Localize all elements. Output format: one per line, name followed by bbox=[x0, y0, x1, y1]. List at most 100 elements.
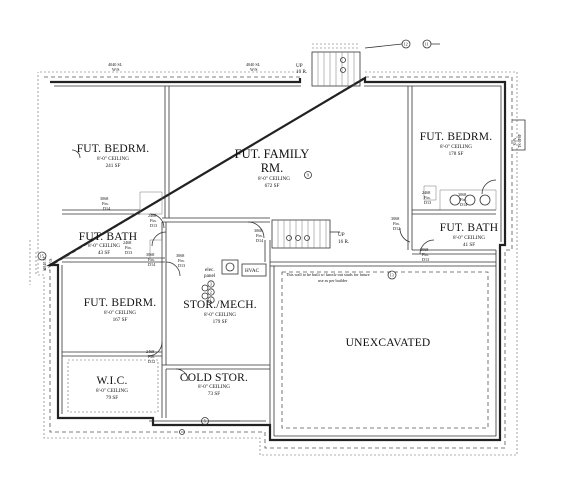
window-right-line1: 4040 SL bbox=[517, 134, 522, 149]
tag-9: 1 bbox=[210, 298, 212, 303]
callout-tags: 12 11 15 9 10 13 3 2 1 5 11 bbox=[37, 39, 440, 435]
door-d10-line2: Fin. bbox=[422, 252, 429, 257]
stor-mech-area: 179 SF bbox=[213, 319, 228, 325]
tag-2: 11 bbox=[425, 42, 429, 47]
window-right-line2: W/S bbox=[512, 138, 517, 146]
wic-name: W.I.C. bbox=[96, 375, 127, 387]
door-d6-line2: Fin. bbox=[424, 195, 431, 200]
door-d3-line2: Fin. bbox=[148, 257, 155, 262]
door-d9-line3: D12 bbox=[148, 359, 155, 364]
door-d11-line3: D13 bbox=[125, 250, 132, 255]
door-d10-line3: D13 bbox=[422, 257, 429, 262]
elec-panel-label-2: panel bbox=[204, 273, 216, 279]
wall-note-line1: This wall to be built w/ knock-out studs… bbox=[286, 272, 370, 277]
bed-lower-area: 167 SF bbox=[113, 317, 128, 323]
door-swings bbox=[71, 149, 497, 382]
door-d5-line1: 3068 bbox=[254, 228, 262, 233]
foundation-outline bbox=[29, 71, 518, 456]
bath-right-area: 41 SF bbox=[463, 242, 475, 248]
cold-stor-name: COLD STOR. bbox=[180, 372, 248, 384]
door-d11-line1: 2468 bbox=[123, 240, 131, 245]
door-d2-line1: 2468 bbox=[148, 213, 156, 218]
door-d4-line3: D12 bbox=[393, 226, 400, 231]
elec-panel-label-1: elec. bbox=[205, 267, 215, 273]
stor-mech-ceiling: 8'-0" CEILING bbox=[204, 312, 236, 318]
top-stair: UP 10 R. bbox=[296, 43, 361, 87]
window-top-mid-line2: W/S bbox=[250, 67, 258, 72]
cold-stor-ceiling: 8'-0" CEILING bbox=[198, 384, 230, 390]
family-name-1: FUT. FAMILY bbox=[235, 147, 310, 161]
unexcavated-name: UNEXCAVATED bbox=[346, 337, 431, 349]
bath-left-area: 43 SF bbox=[98, 250, 110, 256]
tag-1: 12 bbox=[404, 42, 408, 47]
tag-8: 2 bbox=[210, 290, 212, 295]
room-labels: FUT. BEDRM. 8'-0" CEILING 241 SF FUT. FA… bbox=[77, 131, 498, 401]
windows: 4040 SL W/S 4040 SL W/S 4040 SL W/S 4040… bbox=[42, 62, 526, 270]
door-d6-line1: 2468 bbox=[422, 190, 430, 195]
top-stair-risers: 10 R. bbox=[296, 69, 307, 75]
door-d1-line1: 3068 bbox=[100, 196, 108, 201]
bath-left-ceiling: 8'-0" CEILING bbox=[88, 243, 120, 249]
door-d1-line2: Fin. bbox=[102, 201, 109, 206]
wic-outline bbox=[67, 359, 159, 413]
door-d7-line2: Fin. bbox=[178, 258, 185, 263]
bath-right-ceiling: 8'-0" CEILING bbox=[453, 235, 485, 241]
door-d7-line3: D13 bbox=[178, 263, 185, 268]
bath-left-name: FUT. BATH bbox=[79, 231, 137, 243]
bed-left-name: FUT. BEDRM. bbox=[77, 143, 150, 155]
door-labels: 3068 Fin. D14 2468 Fin. D13 3068 Fin. D1… bbox=[100, 190, 468, 364]
family-area: 672 SF bbox=[265, 183, 280, 189]
top-stair-direction: UP bbox=[296, 63, 303, 69]
door-d5-line3: D14 bbox=[256, 238, 264, 243]
stor-mech-name: STOR./MECH. bbox=[183, 299, 257, 311]
window-left-line2: W/S bbox=[48, 258, 53, 266]
door-d5-line2: Fin. bbox=[256, 233, 263, 238]
tag-3: 15 bbox=[40, 254, 44, 259]
wall-note-line2: use as per builder bbox=[318, 278, 348, 283]
bottom-stair-direction: UP bbox=[338, 232, 345, 238]
door-d3-line1: 3068 bbox=[146, 252, 154, 257]
door-d8-line2: Fin. bbox=[460, 197, 467, 202]
tag-6: 13 bbox=[390, 273, 394, 278]
door-d9-line1: 2468 bbox=[146, 349, 154, 354]
bed-right-name: FUT. BEDRM. bbox=[420, 131, 493, 143]
door-d6-line3: D13 bbox=[424, 200, 431, 205]
bed-lower-ceiling: 8'-0" CEILING bbox=[104, 310, 136, 316]
bath-right-name: FUT. BATH bbox=[440, 222, 498, 234]
bed-right-ceiling: 8'-0" CEILING bbox=[440, 144, 472, 150]
tag-4: 9 bbox=[307, 173, 309, 178]
window-top-mid-line1: 4040 SL bbox=[246, 62, 261, 67]
exterior-walls bbox=[45, 76, 507, 442]
door-d11-line2: Fin. bbox=[125, 245, 132, 250]
door-d2-line3: D13 bbox=[150, 223, 157, 228]
window-left-line1: 4040 SL bbox=[42, 255, 47, 270]
bed-left-ceiling: 8'-0" CEILING bbox=[97, 156, 129, 162]
door-d2-line2: Fin. bbox=[150, 218, 157, 223]
window-top-left-line1: 4040 SL bbox=[108, 62, 123, 67]
tag-10: 5 bbox=[204, 419, 206, 424]
cold-stor-area: 73 SF bbox=[208, 391, 220, 397]
door-d7-line1: 3068 bbox=[176, 253, 184, 258]
tag-7: 3 bbox=[210, 282, 212, 287]
door-d8-line1: 3068 bbox=[458, 192, 466, 197]
door-d3-line3: D14 bbox=[148, 262, 156, 267]
bath-fixtures bbox=[139, 185, 497, 259]
unexcavated-outline bbox=[281, 271, 489, 429]
bottom-stair: UP 16 R. bbox=[271, 219, 349, 249]
window-top-left-line2: W/S bbox=[112, 67, 120, 72]
door-d1-line3: D14 bbox=[103, 206, 111, 211]
door-d8-line3: D14 bbox=[460, 202, 468, 207]
wall-note: This wall to be built w/ knock-out studs… bbox=[286, 272, 370, 283]
hvac-label: HVAC bbox=[245, 268, 260, 274]
bed-lower-name: FUT. BEDRM. bbox=[84, 297, 157, 309]
mechanical: HVAC elec. panel bbox=[201, 259, 267, 300]
door-d9-line2: Fin. bbox=[148, 354, 155, 359]
wic-area: 79 SF bbox=[106, 395, 118, 401]
bed-left-area: 241 SF bbox=[106, 163, 121, 169]
family-ceiling: 8'-0" CEILING bbox=[258, 176, 290, 182]
wic-ceiling: 8'-0" CEILING bbox=[96, 388, 128, 394]
family-name-2: RM. bbox=[261, 161, 284, 175]
door-d4-line2: Fin. bbox=[393, 221, 400, 226]
bed-right-area: 178 SF bbox=[449, 151, 464, 157]
